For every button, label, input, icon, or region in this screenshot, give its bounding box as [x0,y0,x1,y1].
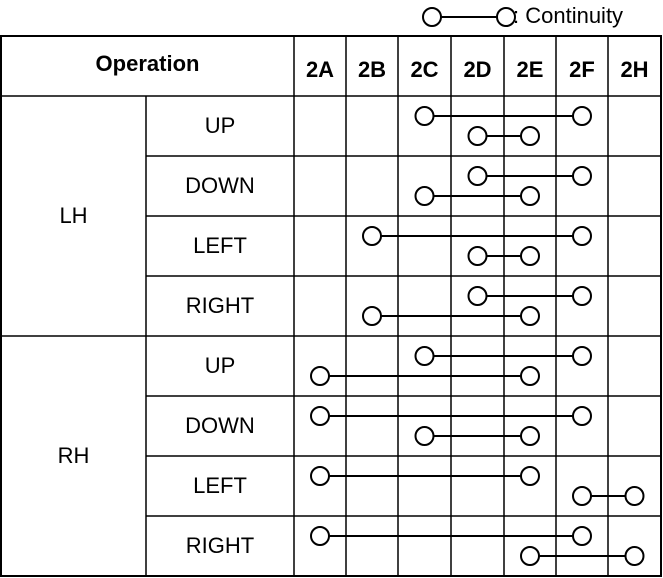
continuity-point-2e [520,126,540,146]
continuity-point-2f [572,406,592,426]
operation-label-down: DOWN [185,173,255,198]
continuity-point-2e [520,186,540,206]
operation-label-right: RIGHT [185,293,255,318]
continuity-point-2f [572,166,592,186]
continuity-point-2f [572,106,592,126]
operation-label-down: DOWN [185,413,255,438]
terminal-header-2e: 2E [516,57,544,82]
continuity-point-2h [624,546,645,566]
continuity-point-2f [572,486,592,506]
continuity-point-2a [310,526,330,546]
terminal-header-2f: 2F [569,57,595,82]
continuity-point-2c [414,106,435,126]
continuity-point-2a [310,366,330,386]
continuity-point-2d [467,126,488,146]
continuity-point-2c [414,426,435,446]
operation-header: Operation [95,51,200,76]
continuity-point-2a [310,406,330,426]
continuity-point-2e [520,426,540,446]
continuity-point-2f [572,346,592,366]
terminal-header-2h: 2H [620,57,649,82]
legend-label: : Continuity [513,3,624,28]
continuity-point-2d [467,286,488,306]
continuity-point-2b [362,306,382,326]
continuity-point-2d [467,166,488,186]
operation-label-up: UP [204,353,236,378]
table-border [0,35,662,577]
continuity-point-2e [520,246,540,266]
continuity-point-2h [624,486,645,506]
continuity-point-2e [520,366,540,386]
terminal-header-2d: 2D [463,57,492,82]
continuity-point-2f [572,286,592,306]
legend-symbol [422,7,516,27]
terminal-header-2a: 2A [305,57,335,82]
terminal-header-2b: 2B [357,57,387,82]
continuity-point-2e [520,466,540,486]
operation-label-up: UP [204,113,236,138]
continuity-point-2f [572,526,592,546]
operation-label-left: LEFT [193,233,247,258]
continuity-point-2f [572,226,592,246]
continuity-point-2e [520,306,540,326]
continuity-point-2c [414,346,435,366]
side-label-rh: RH [57,443,90,468]
legend-circle-right [496,7,516,27]
continuity-point-2d [467,246,488,266]
legend: : Continuity [418,2,663,32]
continuity-point-2a [310,466,330,486]
operation-label-left: LEFT [193,473,247,498]
continuity-point-2c [414,186,435,206]
terminal-header-2c: 2C [410,57,439,82]
continuity-point-2e [520,546,540,566]
continuity-point-2b [362,226,382,246]
operation-label-right: RIGHT [185,533,255,558]
side-label-lh: LH [59,203,88,228]
